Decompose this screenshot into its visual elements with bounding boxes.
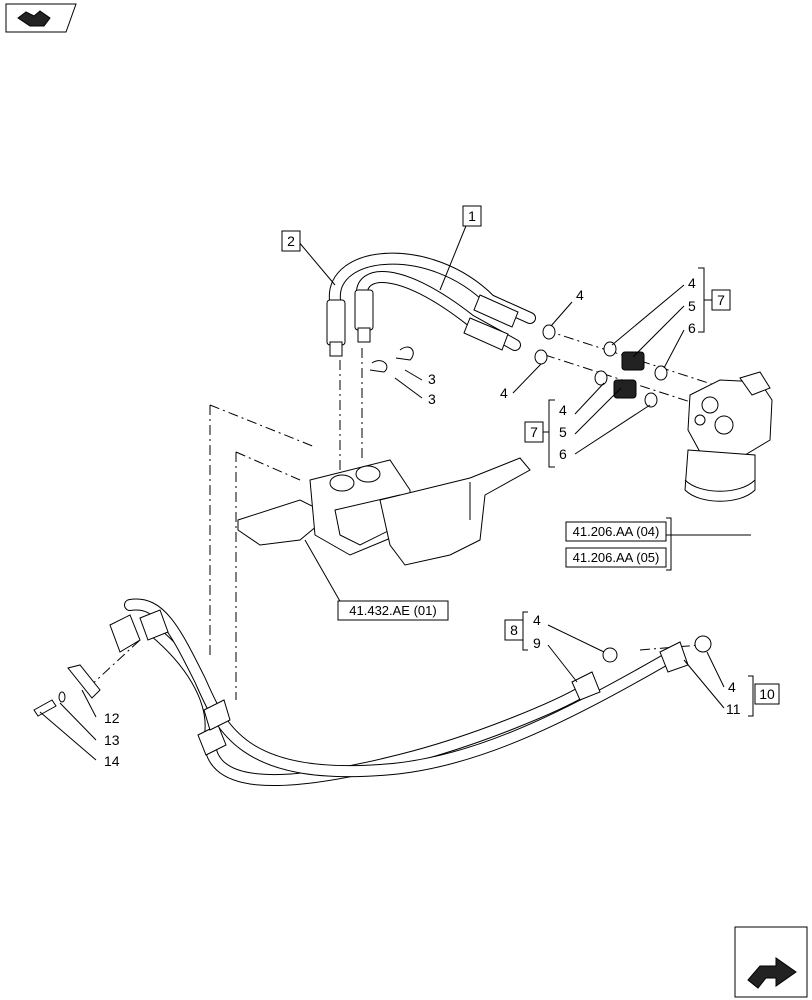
ref-6-group1: 6	[688, 320, 696, 336]
clamp-hardware	[33, 664, 101, 717]
hose-pair-upper	[328, 252, 536, 351]
steering-unit	[684, 371, 773, 502]
ref-4-group3: 4	[533, 612, 541, 628]
ref-numbers: 3 3 4 4 4 5 6 4 5 6 4 9 4 11 12 13 14	[104, 275, 741, 769]
hose-pair-lower	[124, 598, 671, 787]
group-brackets	[522, 267, 754, 717]
ref-4-top: 4	[576, 287, 584, 303]
xref-steering-unit-05[interactable]: 41.206.AA (05)	[565, 547, 667, 568]
hose-fittings-lower	[109, 609, 689, 756]
svg-text:41.206.AA (04): 41.206.AA (04)	[573, 524, 660, 539]
svg-text:8: 8	[510, 622, 518, 638]
ref-9: 9	[533, 635, 541, 651]
ref-4-group4: 4	[728, 679, 736, 695]
ref-14: 14	[104, 753, 120, 769]
ref-box-8[interactable]: 8	[504, 619, 524, 641]
ref-box-10[interactable]: 10	[754, 683, 780, 705]
ref-box-7-upper[interactable]: 7	[711, 289, 731, 311]
ref-5-group1: 5	[688, 298, 696, 314]
svg-text:1: 1	[468, 208, 476, 224]
svg-text:7: 7	[717, 292, 725, 308]
ref-3-upper: 3	[428, 371, 436, 387]
ref-4-group2: 4	[559, 402, 567, 418]
ref-4-group1: 4	[688, 275, 696, 291]
control-valve-bracket	[237, 457, 531, 566]
svg-text:2: 2	[287, 233, 295, 249]
retaining-clips	[369, 346, 414, 373]
callout-leaders	[39, 215, 751, 761]
next-page-arrow-icon[interactable]	[734, 926, 808, 998]
svg-text:10: 10	[759, 686, 775, 702]
ref-13: 13	[104, 732, 120, 748]
dashed-leaders	[87, 329, 731, 700]
ref-11: 11	[726, 701, 741, 717]
ref-4-left: 4	[500, 385, 508, 401]
ref-box-1[interactable]: 1	[462, 205, 482, 227]
ref-3-lower: 3	[428, 391, 436, 407]
svg-text:41.206.AA (05): 41.206.AA (05)	[573, 550, 660, 565]
xref-control-valve[interactable]: 41.432.AE (01)	[337, 600, 449, 621]
svg-text:7: 7	[530, 424, 538, 440]
xref-steering-unit-04[interactable]: 41.206.AA (04)	[565, 521, 667, 542]
svg-text:41.432.AE (01): 41.432.AE (01)	[349, 603, 436, 618]
ref-box-2[interactable]: 2	[281, 230, 301, 252]
ref-5-group2: 5	[559, 424, 567, 440]
book-arrow-icon[interactable]	[5, 3, 77, 33]
ref-box-7-lower[interactable]: 7	[524, 421, 544, 443]
ref-12: 12	[104, 710, 120, 726]
hose-fittings-upper	[326, 289, 519, 357]
o-rings-adapters	[534, 324, 712, 663]
ref-6-group2: 6	[559, 446, 567, 462]
